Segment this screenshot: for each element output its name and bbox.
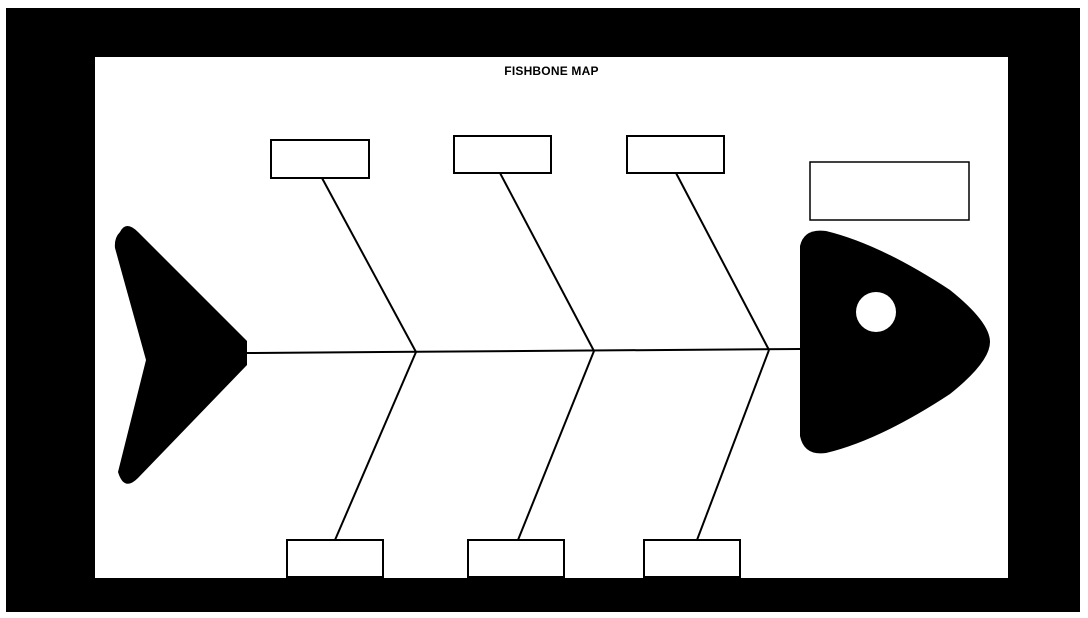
bone-lower-3 — [697, 350, 769, 540]
cause-box-top-1[interactable] — [271, 140, 369, 178]
effect-box[interactable] — [810, 162, 969, 220]
bone-lower-1 — [335, 352, 416, 540]
bone-upper-1 — [322, 178, 416, 352]
bone-upper-3 — [676, 173, 769, 350]
bone-upper-2 — [500, 173, 594, 351]
cause-box-top-2[interactable] — [454, 136, 551, 173]
cause-box-bottom-1[interactable] — [287, 540, 383, 577]
fish-tail — [115, 226, 247, 484]
bone-lower-2 — [518, 351, 594, 540]
cause-box-bottom-3[interactable] — [644, 540, 740, 577]
fish-head — [800, 231, 990, 454]
fish-eye — [856, 292, 896, 332]
cause-box-top-3[interactable] — [627, 136, 724, 173]
cause-box-bottom-2[interactable] — [468, 540, 564, 577]
spine-line — [247, 349, 800, 353]
